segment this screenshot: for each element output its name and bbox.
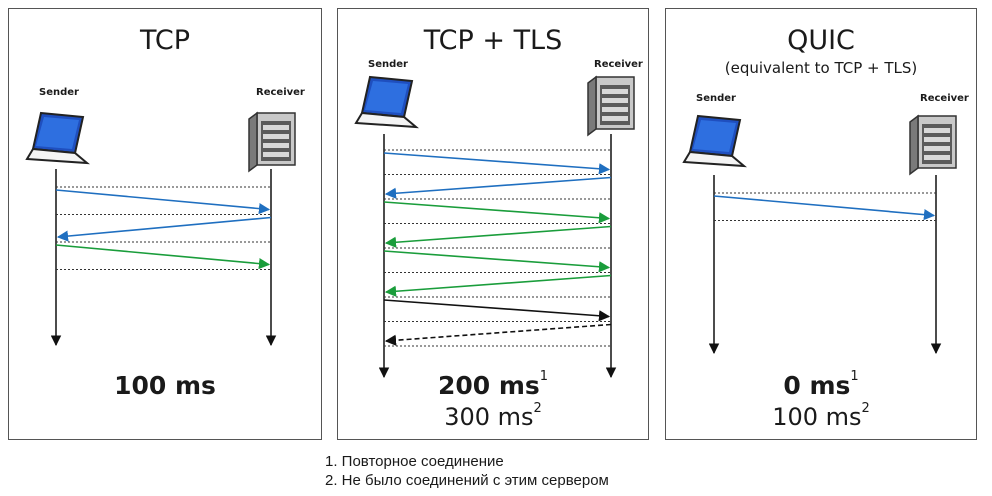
server-icon <box>248 111 296 173</box>
footnote-ref: 2 <box>533 401 542 416</box>
receiver-label: Receiver <box>594 59 643 70</box>
message-arrow-blue-right <box>55 189 271 215</box>
message-arrow-blue-right <box>713 195 936 221</box>
laptop-icon <box>682 114 748 168</box>
message-arrow-blue-left <box>384 176 612 199</box>
panel-quic: QUIC (equivalent to TCP + TLS) Sender Re… <box>665 8 977 440</box>
server-icon <box>587 75 635 137</box>
quic-sequence-diagram <box>682 114 957 355</box>
secondary-time: 100 ms2 <box>772 401 870 431</box>
tcp-sequence-diagram <box>25 111 296 347</box>
sender-label: Sender <box>696 93 736 104</box>
panel-title: QUIC <box>787 25 855 56</box>
laptop-icon <box>354 75 420 129</box>
message-arrow-black-dashed-left <box>384 323 612 346</box>
sender-label: Sender <box>368 59 408 70</box>
primary-time: 0 ms1 <box>783 369 859 400</box>
secondary-time: 300 ms2 <box>444 401 542 431</box>
server-icon <box>909 114 957 176</box>
panel-tcp-tls: TCP + TLS Sender Receiver 200 ms1 300 ms… <box>337 8 649 440</box>
message-arrow-green-left <box>384 225 612 248</box>
footnote-ref: 1 <box>850 369 859 384</box>
panel-title: TCP + TLS <box>423 25 563 56</box>
message-arrow-black-right <box>383 299 611 322</box>
primary-time: 200 ms1 <box>437 369 549 400</box>
receiver-label: Receiver <box>920 93 969 104</box>
message-arrow-blue-right <box>383 152 611 175</box>
tcp-tls-sequence-diagram <box>354 75 635 379</box>
message-arrow-green-left <box>384 274 612 297</box>
panel-tcp: TCP Sender Receiver 100 ms <box>8 8 322 440</box>
message-arrow-green-right <box>383 201 611 224</box>
receiver-label: Receiver <box>256 87 305 98</box>
primary-time: 100 ms <box>114 371 216 400</box>
panel-title: TCP <box>139 25 191 56</box>
footnote-2: 2. Не было соединений с этим сервером <box>325 472 609 489</box>
laptop-icon <box>25 111 91 165</box>
message-arrow-green-right <box>383 250 611 273</box>
footnote-ref: 1 <box>539 369 549 384</box>
footnote-1: 1. Повторное соединение <box>325 453 504 470</box>
sender-label: Sender <box>39 87 79 98</box>
footnote-ref: 2 <box>861 401 870 416</box>
message-arrow-blue-left <box>56 216 272 242</box>
footnotes: 1. Повторное соединение 2. Не было соеди… <box>325 452 609 490</box>
message-arrow-green-right <box>55 244 271 270</box>
panel-subtitle: (equivalent to TCP + TLS) <box>724 59 918 77</box>
